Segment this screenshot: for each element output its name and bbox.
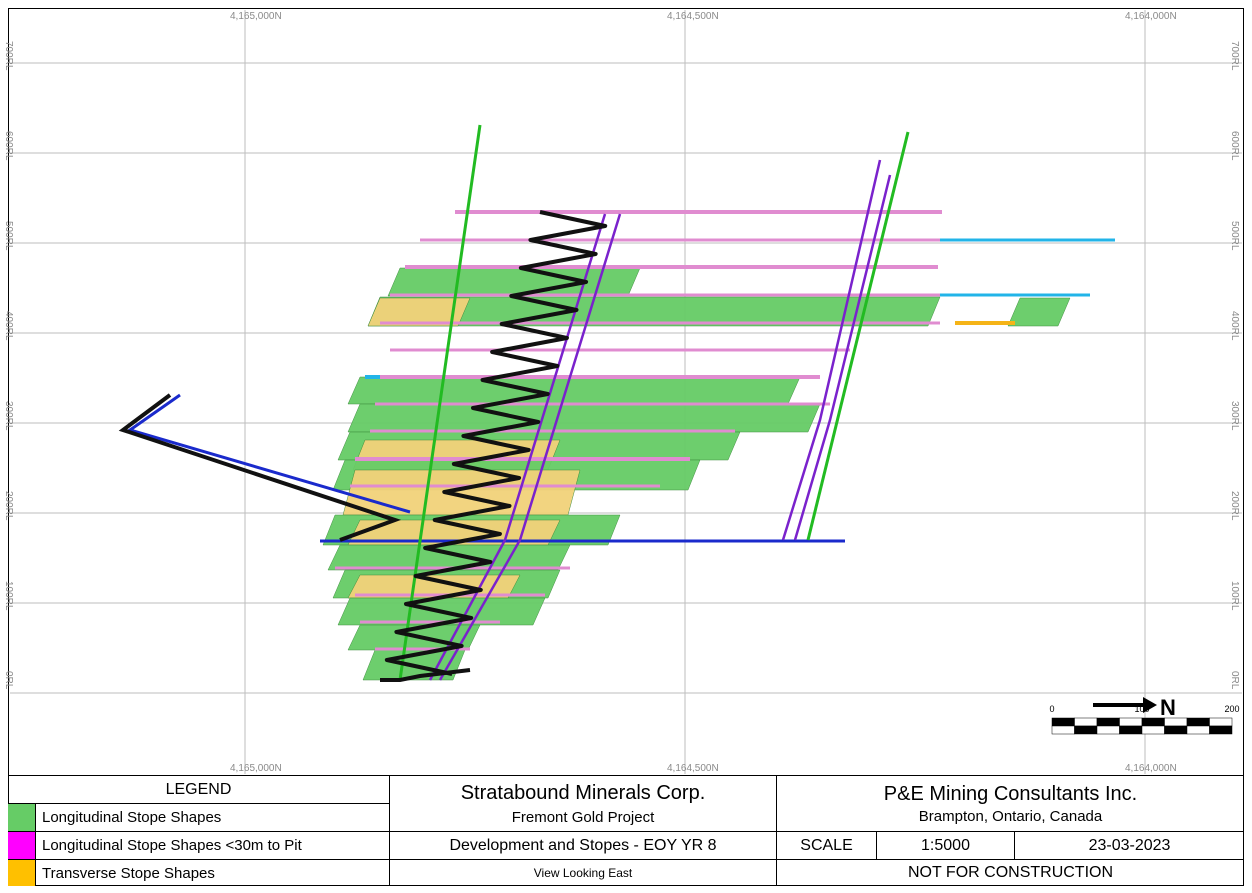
- elevation-label: 700RL: [1229, 41, 1240, 71]
- elevation-label: 600RL: [1229, 131, 1240, 161]
- scale-segment: [1119, 725, 1143, 735]
- consultant-location: Brampton, Ontario, Canada: [918, 807, 1103, 825]
- ramp-spiral: [384, 210, 608, 676]
- legend-item-label: Longitudinal Stope Shapes <30m to Pit: [42, 837, 302, 854]
- scale-segment: [1186, 717, 1210, 727]
- drawing-title: Development and Stopes - EOY YR 8: [390, 832, 777, 860]
- grid-lines: [10, 10, 1242, 774]
- consultant-cell: P&E Mining Consultants Inc. Brampton, On…: [777, 776, 1244, 832]
- spiral-ramp: [118, 210, 608, 682]
- scale-segment: [1164, 717, 1188, 727]
- project-name: Fremont Gold Project: [511, 808, 655, 826]
- scale-segment: [1074, 717, 1098, 727]
- northing-label-bottom: 4,165,000N: [230, 763, 282, 774]
- level-drifts: [320, 210, 1115, 651]
- scale-tick-label: 100: [1134, 704, 1149, 714]
- scale-segment: [1096, 725, 1120, 735]
- scale-segment: [1051, 725, 1075, 735]
- stope-shape: [347, 376, 801, 405]
- stope-shape: [367, 297, 471, 327]
- scale-value: 1:5000: [877, 832, 1015, 860]
- northing-label-top: 4,165,000N: [230, 11, 282, 22]
- scale-segment: [1141, 725, 1165, 735]
- northing-label-bottom: 4,164,500N: [667, 763, 719, 774]
- ramp-bottom: [380, 668, 471, 682]
- legend-item: Longitudinal Stope Shapes <30m to Pit: [8, 832, 390, 860]
- north-arrow-group: [1093, 697, 1157, 713]
- stope-shape: [342, 469, 581, 516]
- view-direction: View Looking East: [390, 860, 777, 886]
- elevation-label: 500RL: [1229, 221, 1240, 251]
- raise-purple: [793, 174, 892, 541]
- scale-segment: [1209, 725, 1233, 735]
- scale-segment: [1051, 717, 1075, 727]
- consultant-name: P&E Mining Consultants Inc.: [883, 782, 1138, 805]
- raise-purple: [428, 213, 607, 681]
- northing-label-bottom: 4,164,000N: [1125, 763, 1177, 774]
- elevation-label: 300RL: [1229, 401, 1240, 431]
- elevation-label: 0RL: [3, 671, 14, 690]
- shafts-and-raises: [126, 124, 910, 681]
- elevation-label: 200RL: [3, 491, 14, 521]
- scale-label: SCALE: [777, 832, 877, 860]
- company-name: Stratabound Minerals Corp.: [460, 781, 706, 804]
- north-arrow-icon: [1143, 697, 1157, 713]
- legend-item-label: Longitudinal Stope Shapes: [42, 809, 222, 826]
- ramp-decline: [118, 393, 402, 542]
- elevation-label: 400RL: [3, 311, 14, 341]
- stope-shape: [327, 544, 571, 571]
- elevation-label: 100RL: [3, 581, 14, 611]
- elevation-label: 200RL: [1229, 491, 1240, 521]
- scale-segment: [1074, 725, 1098, 735]
- section-view: N 0 100 200: [10, 10, 1242, 774]
- scale-segment: [1186, 725, 1210, 735]
- elevation-label: 100RL: [1229, 581, 1240, 611]
- scale-segment: [1141, 717, 1165, 727]
- legend-swatch-green: [8, 804, 36, 831]
- legend-item: Transverse Stope Shapes: [8, 860, 390, 886]
- elevation-label: 300RL: [3, 401, 14, 431]
- legend-swatch-orange: [8, 860, 36, 886]
- scale-segment: [1119, 717, 1143, 727]
- legend-item-label: Transverse Stope Shapes: [42, 864, 215, 882]
- legend-item: Longitudinal Stope Shapes: [8, 804, 390, 832]
- legend-title: LEGEND: [8, 776, 390, 804]
- scale-tick-label: 200: [1224, 704, 1239, 714]
- shaft-green: [398, 124, 482, 681]
- scale-segment: [1096, 717, 1120, 727]
- incline-blue: [126, 393, 411, 514]
- legend-swatch-magenta: [8, 832, 36, 859]
- raise-purple: [781, 159, 882, 541]
- elevation-label: 0RL: [1229, 671, 1240, 690]
- scale-tick-label: 0: [1049, 704, 1054, 714]
- stope-shape: [347, 403, 821, 433]
- stope-shapes: [322, 267, 1071, 681]
- elevation-label: 600RL: [3, 131, 14, 161]
- scale-bar: 0 100 200: [1049, 704, 1240, 735]
- scale-segment: [1164, 725, 1188, 735]
- scale-segment: [1209, 717, 1233, 727]
- north-label: N: [1160, 695, 1176, 720]
- company-cell: Stratabound Minerals Corp. Fremont Gold …: [390, 776, 777, 832]
- stope-shape: [1007, 297, 1071, 327]
- northing-label-top: 4,164,000N: [1125, 11, 1177, 22]
- drawing-frame: [8, 8, 1244, 886]
- construction-status: NOT FOR CONSTRUCTION: [907, 864, 1114, 881]
- northing-label-top: 4,164,500N: [667, 11, 719, 22]
- shaft-green: [806, 131, 910, 541]
- drawing-date: 23-03-2023: [1015, 832, 1244, 860]
- elevation-label: 400RL: [1229, 311, 1240, 341]
- elevation-label: 500RL: [3, 221, 14, 251]
- elevation-label: 700RL: [3, 41, 14, 71]
- raise-purple: [438, 213, 622, 681]
- title-block: LEGEND Longitudinal Stope Shapes Longitu…: [8, 775, 1244, 886]
